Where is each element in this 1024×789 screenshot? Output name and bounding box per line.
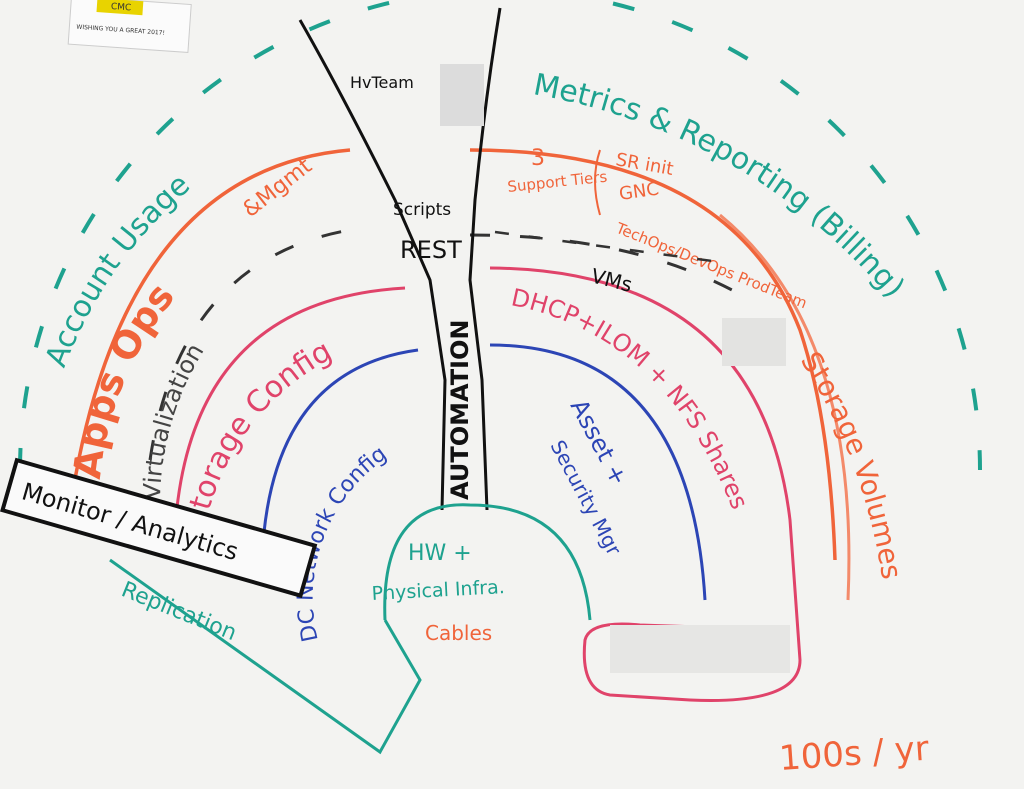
cables-label: Cables bbox=[425, 621, 492, 645]
funnel-top-label: HvTeam bbox=[350, 73, 414, 92]
tier-dashed-line bbox=[494, 230, 721, 264]
support-number: 3 bbox=[531, 146, 545, 171]
rest-label: REST bbox=[400, 236, 462, 264]
virtualization-dashed-arc bbox=[148, 228, 751, 461]
automation-funnel: HvTeam Scripts REST AUTOMATION bbox=[298, 7, 502, 511]
redacted-patch bbox=[440, 64, 484, 126]
redacted-patch-right bbox=[722, 318, 786, 366]
apps-ops-arc bbox=[68, 148, 837, 561]
network-arc bbox=[260, 343, 707, 601]
sticky-logo: CMC bbox=[111, 2, 132, 13]
hw-label: HW + bbox=[408, 541, 472, 566]
automation-label: AUTOMATION bbox=[446, 320, 474, 500]
scripts-label: Scripts bbox=[393, 200, 451, 220]
replication-connector bbox=[109, 558, 422, 755]
redacted-pill bbox=[610, 625, 790, 673]
hw-base-arc bbox=[383, 503, 592, 621]
sticky-note: CMC WISHING YOU A GREAT 2017! bbox=[67, 0, 192, 53]
storage-volumes-arc bbox=[719, 213, 851, 601]
storage-config-arc bbox=[173, 266, 802, 702]
